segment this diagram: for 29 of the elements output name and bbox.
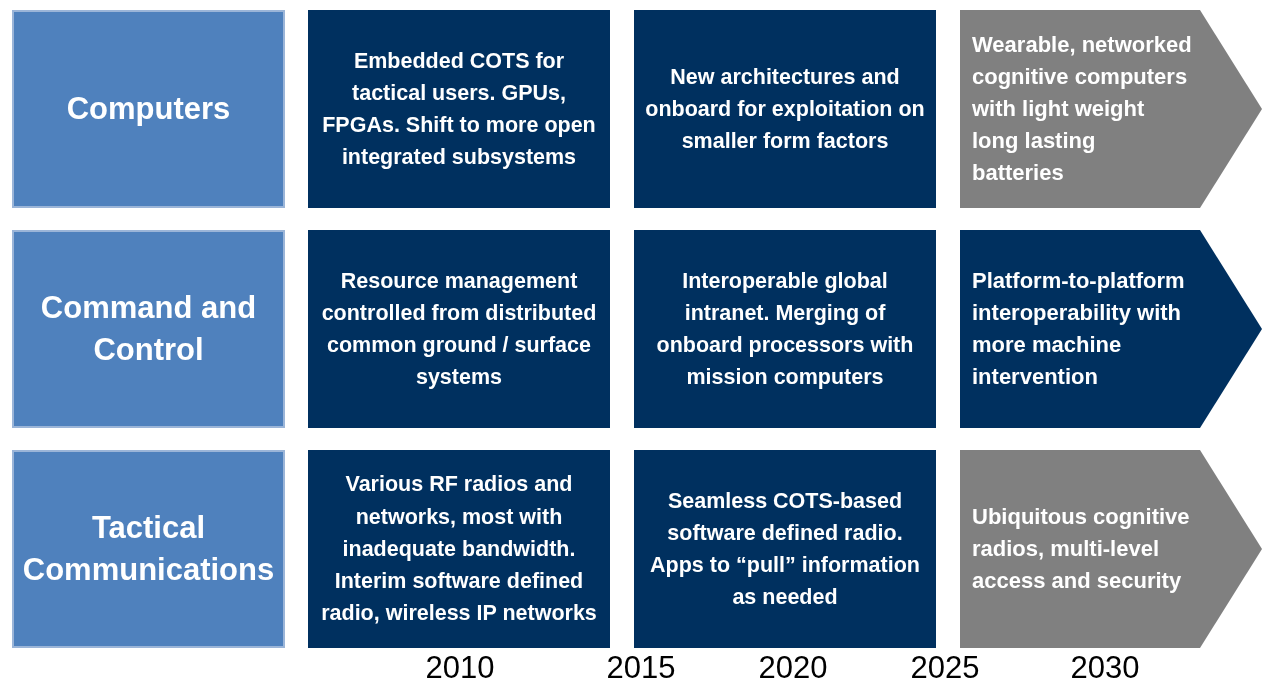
timeline-box: [634, 10, 936, 208]
year-label: 2020: [758, 650, 828, 686]
category-box: [12, 10, 285, 208]
description-text: New architectures and onboard for exploitation on smaller form factors: [644, 63, 926, 156]
timeline-box: [634, 230, 936, 428]
timeline-box: [308, 10, 610, 208]
chevron-panel: [960, 450, 1262, 648]
year-label: 2015: [606, 650, 676, 686]
timeline-box: [308, 230, 610, 428]
chevron-panel: [960, 10, 1262, 208]
timeline-box: [308, 450, 610, 648]
year-label: 2030: [1070, 650, 1140, 686]
year-label: 2025: [910, 650, 980, 686]
year-label: 2010: [425, 650, 495, 686]
description-text: Platform-to-platform interoperability with more machine intervention: [972, 267, 1186, 391]
category-label: Command and Control: [39, 289, 258, 369]
timeline-box: [634, 450, 936, 648]
chevron-panel: [960, 230, 1262, 428]
category-label: Computers: [66, 90, 231, 129]
category-label: Tactical Communications: [21, 509, 276, 589]
description-text: Embedded COTS for tactical users. GPUs, FPGAs. Shift to more open integrated subsystems: [321, 47, 597, 172]
description-text: Seamless COTS-based software defined radio. Apps to “pull” information as needed: [649, 487, 921, 612]
description-text: Various RF radios and networks, most with inadequate bandwidth. Interim software defined radio, wireless IP networks: [320, 471, 598, 628]
description-text: Wearable, networked cognitive computers with light weight long lasting batteries: [972, 31, 1192, 187]
category-box: [12, 230, 285, 428]
category-box: [12, 450, 285, 648]
description-text: Interoperable global intranet. Merging of onboard processors with mission computers: [655, 267, 915, 392]
description-text: Resource management controlled from distributed common ground / surface systems: [320, 267, 598, 392]
description-text: Ubiquitous cognitive radios, multi-level access and security: [972, 503, 1191, 595]
